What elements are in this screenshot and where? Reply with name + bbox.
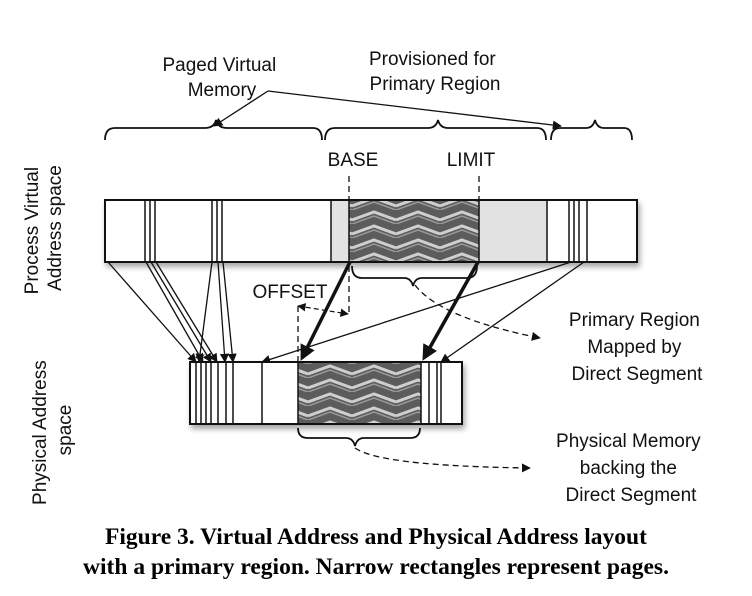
caption-line-1: Figure 3. Virtual Address and Physical A… <box>105 524 647 550</box>
physical-address-bar <box>189 361 463 425</box>
base-mapping-arrow <box>300 261 352 361</box>
virtual-region-brace <box>351 265 478 287</box>
provisioned-brace <box>324 119 547 141</box>
physical-page-lines <box>195 362 442 424</box>
offset-arrow <box>297 303 349 317</box>
process-virtual-label: Process Virtual Address space <box>22 162 66 295</box>
physical-region-brace <box>297 427 421 447</box>
base-label: BASE <box>328 150 379 171</box>
paged-memory-brace-right <box>550 119 633 141</box>
primary-region-mapped-label: Primary Region Mapped by Direct Segment <box>569 310 705 385</box>
limit-label: LIMIT <box>447 150 496 171</box>
page-mapping-arrows <box>107 261 585 364</box>
physical-address-label: Physical Address space <box>30 355 76 505</box>
offset-label: OFFSET <box>253 282 328 303</box>
physical-memory-callout-arrow <box>354 447 531 473</box>
virtual-primary-region <box>349 200 479 262</box>
limit-mapping-arrow <box>422 261 480 361</box>
physical-memory-backing-label: Physical Memory backing the Direct Segme… <box>556 431 706 506</box>
virtual-address-bar <box>104 199 638 263</box>
paged-memory-brace-left <box>104 119 323 141</box>
virtual-page-lines <box>144 200 588 262</box>
paged-virtual-memory-label: Paged Virtual Memory <box>162 55 281 101</box>
physical-primary-region <box>298 362 421 424</box>
memory-arrow-right <box>267 90 562 130</box>
primary-region-callout-arrow <box>414 284 541 341</box>
memory-arrow-left <box>213 90 269 127</box>
figure-caption: Figure 3. Virtual Address and Physical A… <box>0 522 752 582</box>
provisioned-label: Provisioned for Primary Region <box>369 49 501 95</box>
caption-line-2: with a primary region. Narrow rectangles… <box>83 554 669 580</box>
